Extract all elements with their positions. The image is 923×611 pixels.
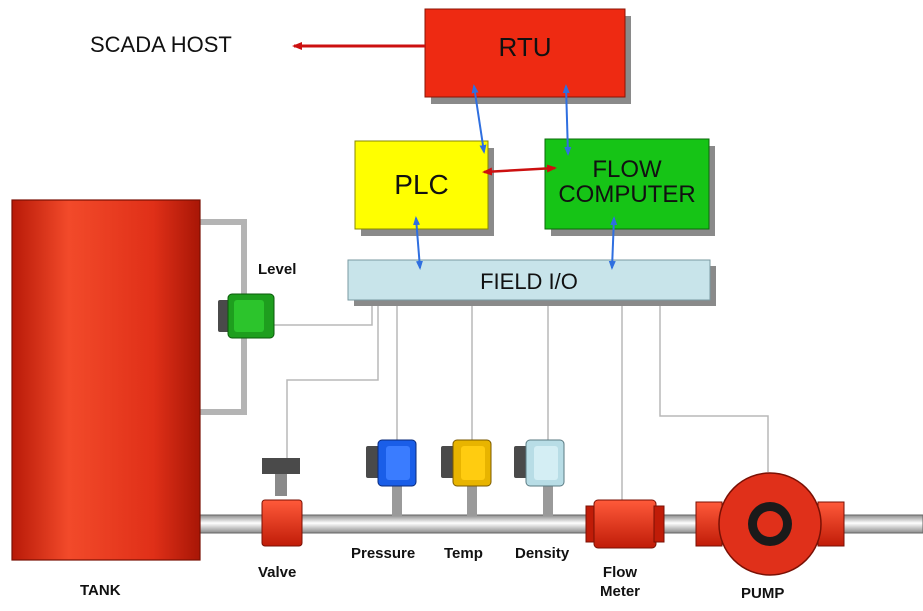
- flow-meter-label-line1: Flow: [602, 564, 638, 581]
- flow-computer-label: FLOW COMPUTER: [545, 156, 709, 209]
- flow-meter-label-line2: Meter: [600, 582, 641, 600]
- flow-computer-box: [544, 138, 710, 230]
- flow-computer-label-line1: FLOW: [592, 156, 662, 183]
- density-label: Density: [515, 545, 570, 562]
- rtu-label: RTU: [498, 32, 552, 62]
- valve-label: Valve: [258, 564, 297, 581]
- valve: [261, 458, 303, 547]
- wire-valve: [286, 300, 379, 460]
- pump: [695, 472, 845, 576]
- temp-label: Temp: [444, 545, 483, 562]
- flowcomputer-fieldio-arrow: [608, 216, 618, 270]
- rtu-flowcomputer-arrow: [562, 84, 572, 156]
- field-io-label: FIELD I/O: [480, 269, 578, 294]
- wire-level: [272, 300, 373, 326]
- pressure-sensor: [366, 439, 417, 516]
- plc-label: PLC: [394, 169, 449, 200]
- tank-label: TANK: [80, 582, 121, 599]
- wire-pump: [659, 300, 769, 472]
- temp-sensor: [441, 439, 492, 516]
- field-io-bar: [347, 259, 711, 301]
- level-sensor: [218, 293, 275, 339]
- rtu-box: [424, 8, 626, 98]
- flow-meter: [585, 499, 665, 549]
- flow-computer-label-line2: COMPUTER: [558, 181, 696, 209]
- plc-flowcomputer-arrow: [482, 164, 557, 176]
- level-label: Level: [258, 261, 297, 278]
- scada-host-label: SCADA HOST: [90, 32, 232, 57]
- pressure-label: Pressure: [351, 545, 416, 562]
- flow-meter-label: Flow Meter: [600, 564, 640, 602]
- plc-box: [354, 140, 489, 230]
- tank: [11, 199, 201, 561]
- signal-wires: [272, 300, 769, 500]
- density-sensor: [514, 439, 565, 516]
- pump-label: PUMP: [741, 585, 785, 602]
- rtu-plc-arrow: [471, 84, 487, 154]
- plc-fieldio-arrow: [413, 216, 423, 270]
